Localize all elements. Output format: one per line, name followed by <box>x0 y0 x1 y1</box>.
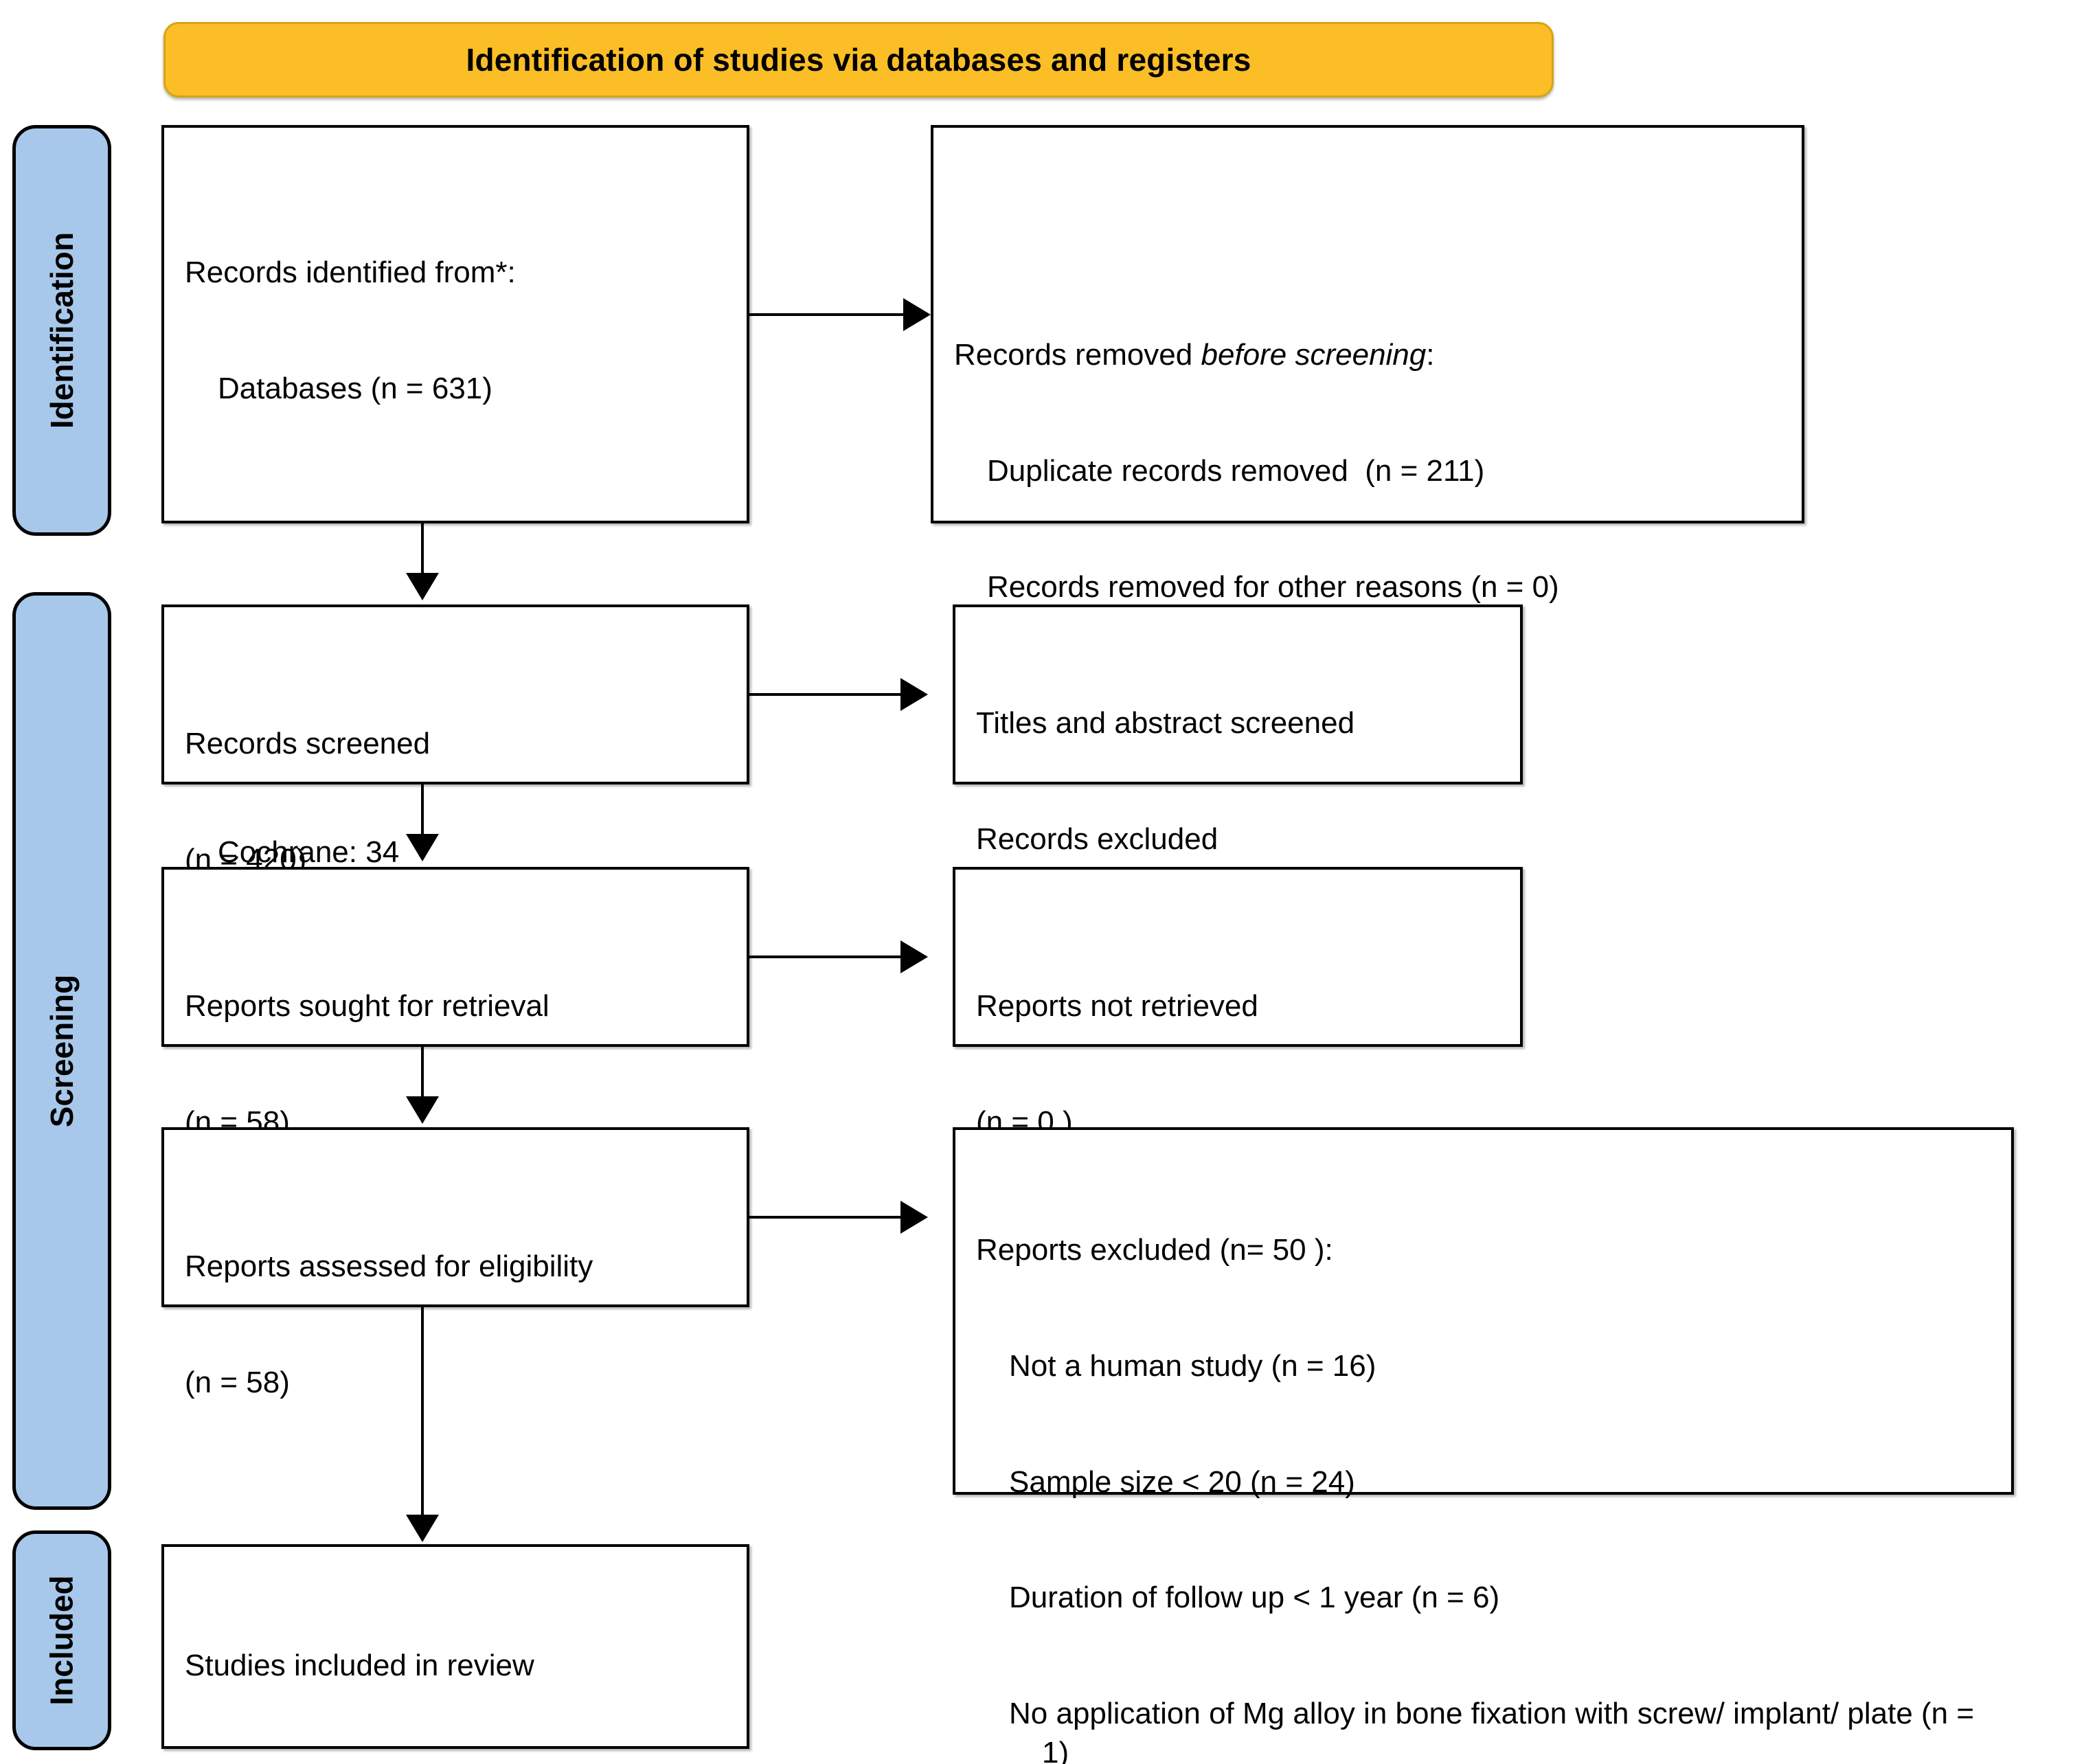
arrowhead-identified-to-removed <box>903 298 931 331</box>
stage-tab-included-label: Included <box>44 1575 80 1706</box>
box-records-removed-text: Records removed before screening: Duplic… <box>954 258 1792 683</box>
arrowhead-sought-to-assessed <box>406 1096 439 1124</box>
arrowhead-screened-to-sought <box>406 834 439 861</box>
connector-assessed-to-excluded <box>749 1216 902 1219</box>
records-identified-line-2: Databases (n = 631) <box>218 371 492 405</box>
reports-excluded-reason-1: Not a human study (n = 16) <box>1009 1348 1376 1383</box>
reports-excluded-heading: Reports excluded (n= 50 ): <box>976 1232 1333 1267</box>
box-records-excluded: Titles and abstract screened Records exc… <box>953 604 1523 972</box>
arrowhead-assessed-to-excluded <box>900 1201 928 1234</box>
records-identified-line-6: Cochrane: 34 <box>218 835 400 870</box>
records-removed-prefix: Records removed <box>954 337 1201 372</box>
box-studies-included: Studies included in review (n = 8) Repor… <box>161 1544 749 1749</box>
section-banner-label: Identification of studies via databases … <box>466 42 1251 78</box>
connector-sought-to-not-retrieved <box>749 956 902 958</box>
stage-tab-included: Included <box>12 1530 111 1750</box>
records-identified-line-1: Records identified from*: <box>185 255 516 289</box>
connector-identified-to-removed <box>749 313 905 316</box>
box-records-removed: Records removed before screening: Duplic… <box>931 125 1804 604</box>
records-excluded-line-1: Titles and abstract screened <box>976 705 1355 740</box>
records-removed-line-1: Records removed before screening: <box>954 336 1792 374</box>
records-screened-line-1: Records screened <box>185 726 431 760</box>
stage-tab-screening: Screening <box>12 592 111 1510</box>
connector-identified-to-screened <box>421 523 424 576</box>
records-removed-line-3: Records removed for other reasons (n = 0… <box>987 569 1559 604</box>
stage-tab-screening-label: Screening <box>44 974 80 1128</box>
records-removed-suffix: : <box>1426 337 1435 372</box>
box-records-screened: Records screened (n = 420) <box>161 604 749 877</box>
box-reports-sought: Reports sought for retrieval (n = 58) <box>161 867 749 1139</box>
reports-assessed-line-2: (n = 58) <box>185 1365 290 1399</box>
reports-excluded-reason-3: Duration of follow up < 1 year (n = 6) <box>1009 1581 1500 1615</box>
connector-assessed-to-included <box>421 1307 424 1517</box>
studies-included-line-1: Studies included in review <box>185 1648 534 1682</box>
stage-tab-identification-label: Identification <box>44 231 80 429</box>
connector-sought-to-assessed <box>421 1047 424 1099</box>
reports-sought-line-1: Reports sought for retrieval <box>185 988 549 1023</box>
arrowhead-sought-to-not-retrieved <box>900 940 928 973</box>
reports-excluded-reason-4: No application of Mg alloy in bone fixat… <box>1009 1697 1983 1764</box>
connector-screened-to-sought <box>421 784 424 837</box>
records-removed-line-2: Duplicate records removed (n = 211) <box>987 453 1485 488</box>
records-removed-italic: before screening <box>1201 337 1427 372</box>
box-reports-excluded-text: Reports excluded (n= 50 ): Not a human s… <box>976 1153 1992 1764</box>
arrowhead-assessed-to-included <box>406 1515 439 1542</box>
arrowhead-screened-to-excluded <box>900 678 928 711</box>
box-reports-excluded: Reports excluded (n= 50 ): Not a human s… <box>953 1127 2014 1764</box>
section-banner-identification: Identification of studies via databases … <box>163 22 1554 98</box>
arrowhead-identified-to-screened <box>406 573 439 600</box>
box-records-identified: Records identified from*: Databases (n =… <box>161 125 749 869</box>
reports-excluded-reason-2: Sample size < 20 (n = 24) <box>1009 1465 1355 1499</box>
box-reports-assessed-text: Reports assessed for eligibility (n = 58… <box>185 1170 737 1480</box>
box-reports-assessed: Reports assessed for eligibility (n = 58… <box>161 1127 749 1399</box>
reports-assessed-line-1: Reports assessed for eligibility <box>185 1249 593 1283</box>
connector-screened-to-excluded <box>749 693 902 696</box>
records-identified-line-3 <box>185 486 737 524</box>
box-reports-not-retrieved: Reports not retrieved (n = 0 ) <box>953 867 1523 1139</box>
box-reports-sought-text: Reports sought for retrieval (n = 58) <box>185 909 737 1219</box>
records-excluded-line-2: Records excluded <box>976 822 1218 856</box>
reports-not-retrieved-line-1: Reports not retrieved <box>976 988 1258 1023</box>
stage-tab-identification: Identification <box>12 125 111 536</box>
box-studies-included-text: Studies included in review (n = 8) Repor… <box>185 1569 737 1764</box>
